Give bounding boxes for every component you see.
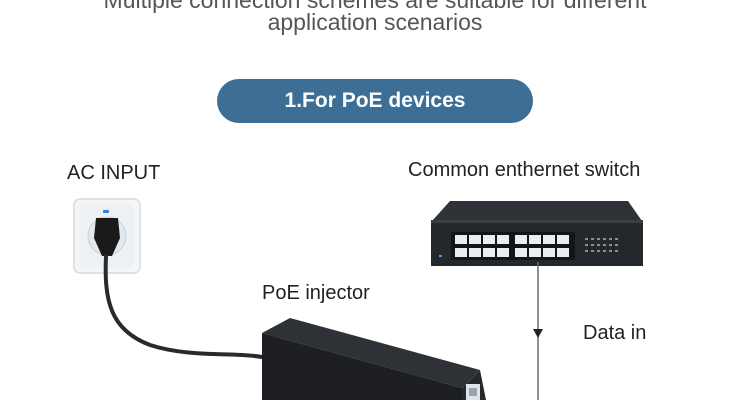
poe-injector-icon [262,318,486,400]
arrow-down-icon [533,329,543,338]
ethernet-switch-icon [431,201,643,266]
